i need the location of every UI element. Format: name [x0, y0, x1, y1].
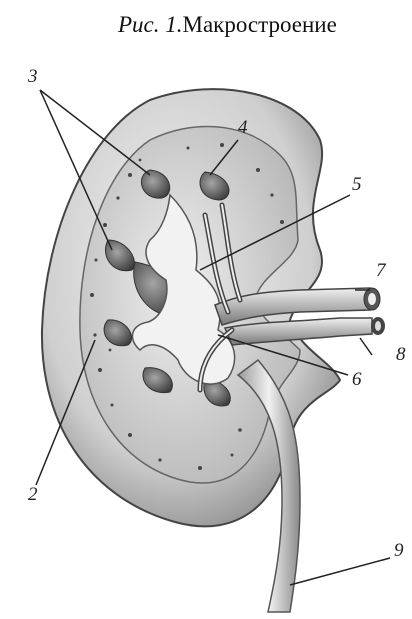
label-8: 8 — [396, 344, 406, 365]
label-4: 4 — [238, 117, 248, 138]
label-7: 7 — [376, 260, 387, 281]
label-6: 6 — [352, 369, 362, 390]
label-3: 3 — [27, 66, 38, 87]
label-9: 9 — [394, 540, 404, 561]
label-2: 2 — [28, 484, 38, 505]
label-5: 5 — [352, 174, 362, 195]
